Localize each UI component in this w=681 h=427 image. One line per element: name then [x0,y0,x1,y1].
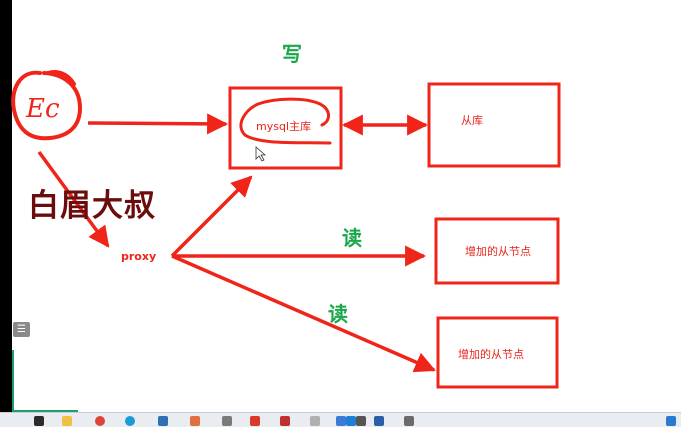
watermark-text: 白眉大叔 [28,188,156,224]
mouse-cursor-icon [255,146,267,162]
app-icon[interactable] [336,416,346,426]
word-icon[interactable] [374,416,384,426]
app-icon[interactable] [222,416,232,426]
client-label: Ec [26,94,60,124]
app-icon[interactable] [280,416,290,426]
window-icon[interactable] [34,416,44,426]
app-icon[interactable] [404,416,414,426]
arrow-proxy-to-new-slave-2 [171,254,436,373]
read-label-1: 读 [342,226,362,250]
slave-label: 从库 [461,114,483,127]
proxy-label: proxy [121,250,157,263]
master-box [228,86,343,170]
terminal-icon[interactable] [158,416,168,426]
master-label: mysql主库 [256,120,311,133]
green-bottom-line [12,410,78,413]
app-icon[interactable] [310,416,320,426]
left-edge-bar [0,0,12,412]
master-highlight-loop [239,97,332,145]
green-edge-line [12,350,14,412]
write-label: 写 [282,42,302,66]
app-icon[interactable] [356,416,366,426]
read-label-2: 读 [328,302,348,326]
chrome-icon[interactable] [95,416,105,426]
replication-diagram [11,70,561,389]
arrow-client-to-proxy [37,150,110,248]
slave-box [427,82,561,168]
app-icon[interactable] [190,416,200,426]
folder-icon[interactable] [62,416,72,426]
arrow-proxy-to-master [170,175,253,258]
new-slave-label-2: 增加的从节点 [458,348,524,361]
app-icon[interactable] [250,416,260,426]
vscode-icon[interactable] [346,416,356,426]
new-slave-label-1: 增加的从节点 [465,245,531,258]
taskbar [0,412,681,427]
list-icon[interactable]: ☰ [13,322,30,337]
new-slave-box-1 [434,217,560,285]
new-slave-box-2 [436,316,559,389]
client-ec-circle [11,70,83,141]
arrow-client-to-master [87,113,229,135]
app-icon[interactable] [666,416,676,426]
edge-icon[interactable] [125,416,135,426]
